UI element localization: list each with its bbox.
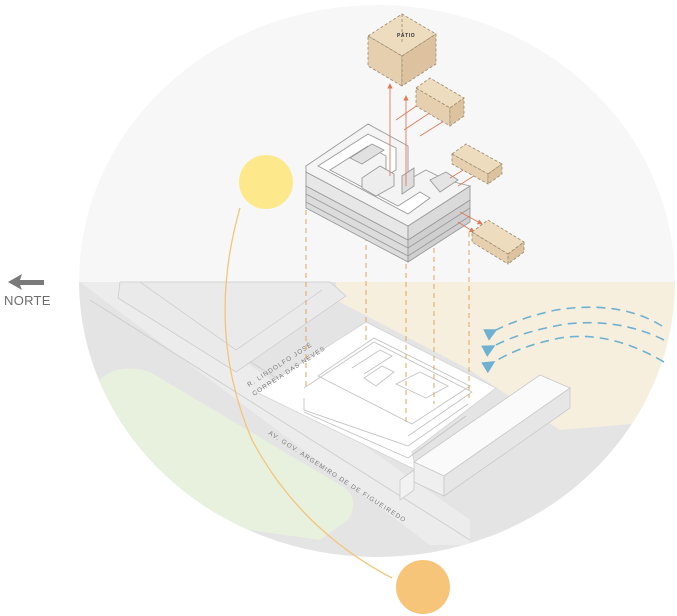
wind-arrow-1: [483, 306, 663, 341]
context-disc: [79, 5, 675, 557]
wind-arrow-3: [481, 335, 665, 374]
neighbor-building: [399, 374, 571, 501]
wind-arrows: [481, 306, 665, 374]
projection-lines: [305, 210, 470, 424]
module-4: [471, 219, 525, 265]
sun-path: [224, 207, 393, 579]
wind-arrow-2: [481, 321, 665, 357]
floating-building: [305, 123, 472, 263]
arrow-left-icon: [8, 274, 44, 290]
module-2: [415, 77, 465, 127]
patio-label: PÁTIO: [397, 32, 415, 39]
module-3: [451, 143, 503, 185]
road-band: [80, 282, 470, 545]
module-patio: PÁTIO: [367, 13, 437, 87]
site-plot: [255, 321, 497, 471]
building-footprint: [303, 337, 473, 459]
north-arrow: [8, 274, 44, 290]
north-label: NORTE: [4, 293, 51, 308]
neighbor-block: [117, 281, 347, 373]
sun-evening: [396, 560, 450, 614]
sun-morning: [239, 155, 293, 209]
wind-zone: [336, 282, 675, 430]
